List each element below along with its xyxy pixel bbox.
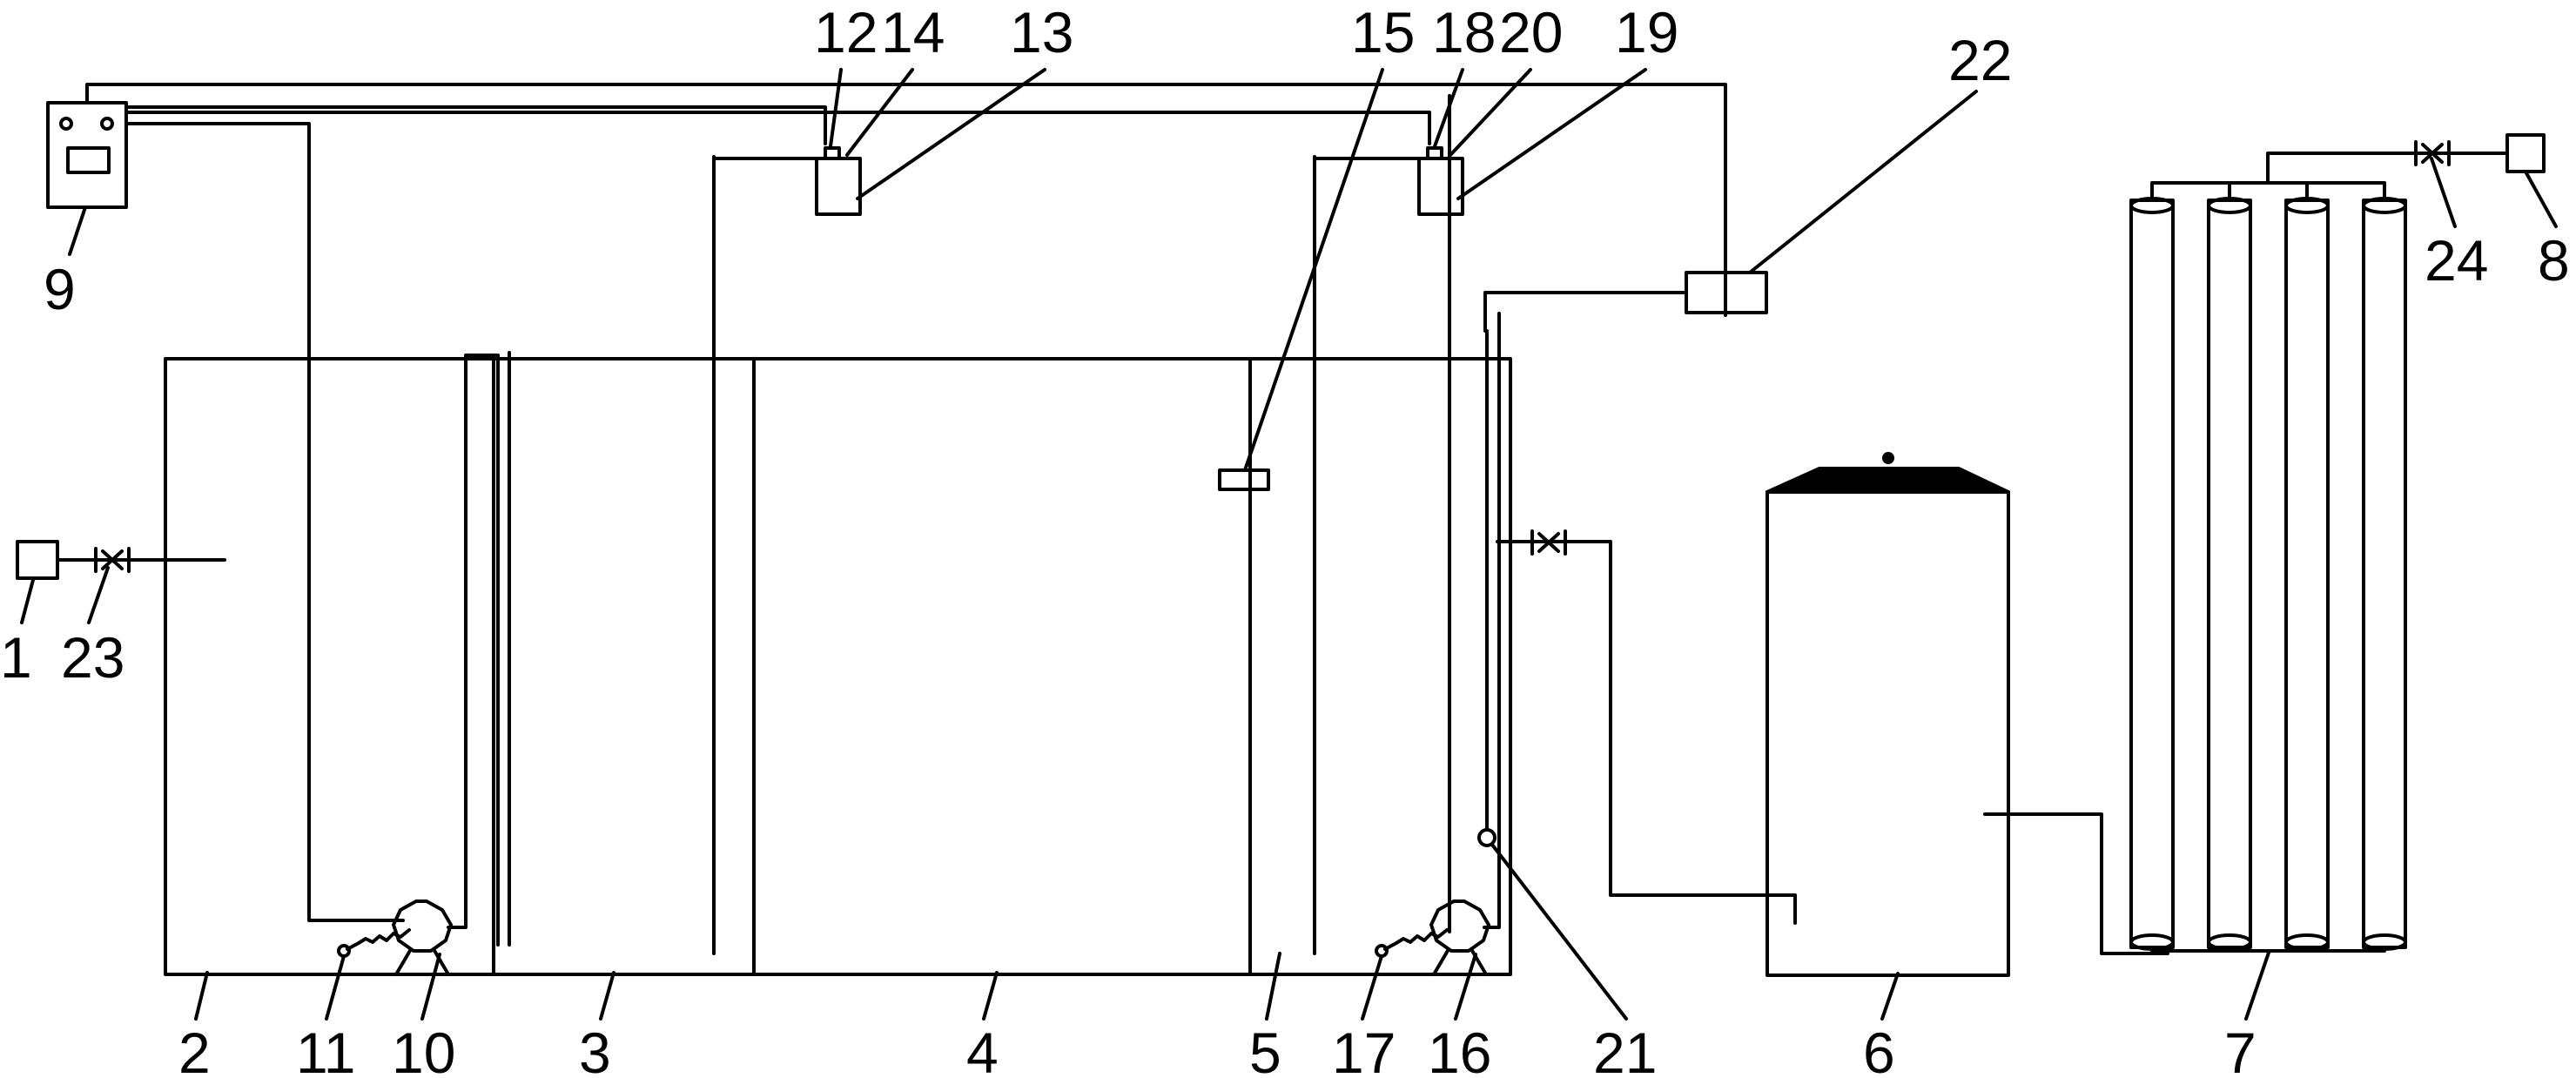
leader-16 [1454, 953, 1477, 1021]
column-7-1 [2129, 199, 2175, 949]
pump-10-outlet-pipe [447, 354, 500, 947]
label-8: 8 [2538, 228, 2570, 293]
aerator-17-line [1383, 928, 1449, 951]
controller-knob-right-icon [100, 117, 114, 131]
leader-19 [1456, 68, 1647, 200]
leader-8 [2524, 170, 2558, 228]
label-2: 2 [178, 1021, 211, 1078]
label-6: 6 [1863, 1021, 1895, 1078]
label-3: 3 [579, 1021, 611, 1078]
leader-6 [1880, 972, 1900, 1021]
pump-16-outlet-pipe [1483, 312, 1501, 929]
leader-13 [856, 68, 1046, 200]
leader-7 [2244, 951, 2270, 1021]
pump-16-stand [1432, 947, 1488, 976]
leader-5 [1265, 952, 1281, 1021]
pump-10-stand [394, 947, 450, 976]
label-4: 4 [966, 1021, 999, 1078]
leader-1 [20, 578, 35, 624]
main-tank-outline [164, 357, 1512, 976]
transfer-pipe-6 [1496, 540, 1797, 925]
column-7-4 [2362, 199, 2407, 949]
controller-9 [46, 101, 128, 209]
leader-21 [1490, 843, 1628, 1021]
signal-line-to-22 [85, 83, 1727, 317]
leader-24 [2430, 157, 2457, 228]
label-17: 17 [1332, 1021, 1396, 1078]
leader-4 [982, 971, 999, 1021]
signal-line-to-14 [124, 105, 827, 145]
label-5: 5 [1249, 1021, 1281, 1078]
leader-11 [325, 954, 346, 1021]
aerator-11-line [346, 928, 411, 951]
inlet-device-1 [16, 540, 59, 580]
pipe-6-to-7 [1983, 812, 2169, 955]
valve-23-icon [94, 547, 131, 573]
label-13: 13 [1010, 0, 1073, 64]
leader-23 [87, 566, 110, 624]
leader-17 [1361, 954, 1383, 1021]
leader-2 [194, 971, 209, 1021]
label-14: 14 [881, 0, 945, 64]
label-15: 15 [1351, 0, 1415, 64]
column-7-2 [2207, 199, 2252, 949]
label-23: 23 [61, 625, 124, 690]
label-12: 12 [814, 0, 878, 64]
label-7: 7 [2224, 1021, 2257, 1078]
label-1: 1 [0, 625, 32, 690]
pump-10-icon [392, 899, 453, 953]
leader-3 [599, 971, 615, 1021]
leader-20 [1449, 68, 1532, 157]
outlet-device-8 [2505, 133, 2546, 173]
sensor-18 [1426, 146, 1443, 160]
label-18: 18 [1432, 0, 1496, 64]
dosing-tank-19 [1417, 157, 1464, 216]
label-10: 10 [392, 1021, 455, 1078]
sensor-12 [824, 146, 841, 160]
level-gauge-15 [1218, 468, 1270, 491]
valve-21-icon [1530, 529, 1567, 556]
leader-9 [68, 205, 87, 256]
tank-6-roof [1766, 467, 2010, 494]
label-16: 16 [1428, 1021, 1491, 1078]
tank-6 [1766, 490, 2010, 977]
leader-14 [845, 68, 914, 157]
column-top-manifold [2150, 152, 2509, 200]
leader-18 [1433, 68, 1464, 148]
signal-line-to-pump-10 [124, 122, 405, 922]
leader-12 [829, 68, 843, 148]
label-20: 20 [1499, 0, 1563, 64]
controller-22 [1685, 271, 1768, 314]
signal-line-to-20 [124, 111, 1431, 145]
leader-22 [1748, 90, 1978, 274]
pump-16-icon [1429, 899, 1490, 953]
controller-display [66, 146, 111, 174]
tank-6-vent-icon [1882, 452, 1894, 464]
column-7-3 [2284, 199, 2330, 949]
label-22: 22 [1948, 28, 2012, 92]
label-9: 9 [44, 257, 76, 321]
label-24: 24 [2425, 228, 2488, 293]
leader-10 [420, 953, 441, 1021]
valve-24-icon [2414, 140, 2451, 166]
sensor-21-cable [1483, 291, 1688, 832]
controller-knob-left-icon [59, 117, 73, 131]
leader-15 [1243, 68, 1384, 472]
label-21: 21 [1593, 1021, 1657, 1078]
label-19: 19 [1615, 0, 1678, 64]
label-11: 11 [296, 1021, 356, 1078]
dosing-tank-13 [815, 157, 862, 216]
